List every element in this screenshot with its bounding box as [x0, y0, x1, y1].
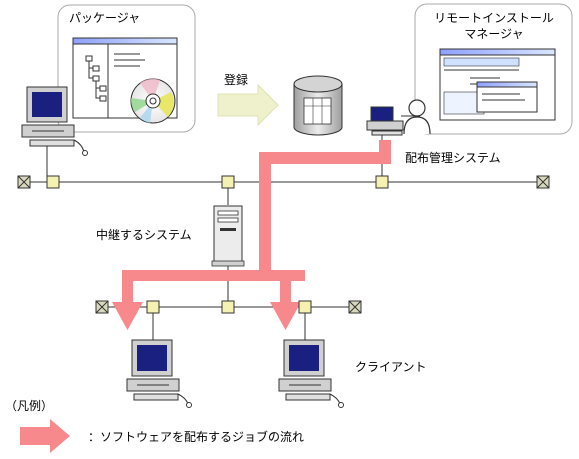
terminator-icon	[348, 300, 362, 314]
remote-manager-window-icon	[439, 48, 556, 121]
relay-system-label: 中継するシステム	[96, 228, 192, 242]
cd-icon	[130, 78, 176, 124]
distribution-pc-icon	[366, 106, 420, 136]
client-pc-icon	[126, 339, 192, 408]
database-icon	[293, 75, 343, 136]
distribution-system-label: 配布管理システム	[405, 151, 501, 165]
terminators	[17, 175, 550, 314]
user-icon	[403, 99, 431, 135]
legend-title: （凡例）	[5, 399, 54, 413]
node-icon	[221, 175, 235, 189]
distribution-flow-arrow	[112, 140, 391, 330]
client-pc-icon	[278, 339, 344, 408]
server-icon	[211, 205, 245, 267]
terminator-icon	[95, 300, 109, 314]
remote-manager-label-1: リモートインストール	[434, 11, 554, 25]
legend-arrow-icon	[20, 419, 70, 453]
register-label: 登録	[224, 73, 249, 87]
register-arrow-icon	[217, 83, 279, 127]
network-nodes	[46, 175, 389, 314]
node-icon	[221, 300, 235, 314]
node-icon	[298, 300, 312, 314]
terminator-icon	[536, 175, 550, 189]
node-icon	[46, 175, 60, 189]
remote-manager-label-2: マネージャ	[464, 27, 524, 41]
pc-icon	[21, 86, 88, 156]
terminator-icon	[17, 175, 31, 189]
node-icon	[375, 175, 389, 189]
packager-label: パッケージャ	[69, 11, 141, 25]
client-label: クライアント	[355, 360, 427, 374]
node-icon	[146, 300, 160, 314]
legend-description: ：ソフトウェアを配布するジョブの流れ	[88, 430, 305, 444]
